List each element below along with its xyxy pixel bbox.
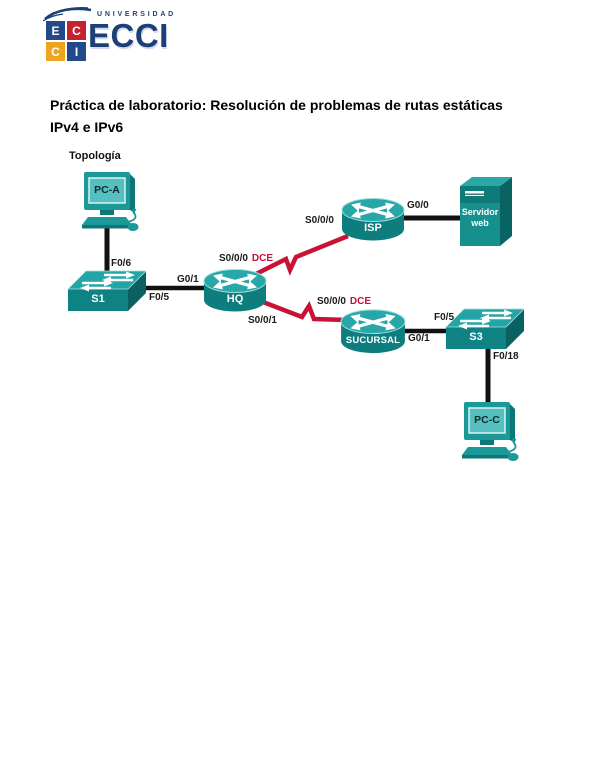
pc-icon (82, 172, 139, 231)
device-label-sucursal: SUCURSAL (345, 335, 401, 346)
logo-square-i: I (67, 42, 86, 61)
switch-arrows-icon (80, 271, 135, 292)
logo-swoosh-icon (42, 7, 92, 22)
router-arrows-icon (350, 314, 396, 331)
router-icon (341, 198, 405, 241)
logo-square-letter: E (51, 23, 60, 38)
port-label-hq-g0-1: G0/1 (177, 274, 199, 285)
port-label-s3-f0-18: F0/18 (493, 351, 519, 362)
link-hq-sucursal-serial (262, 299, 349, 323)
device-sucursal: SUCURSAL (338, 307, 408, 359)
pc-icon (462, 402, 519, 461)
device-s3: S3 (444, 305, 526, 351)
device-label-s1: S1 (91, 293, 105, 305)
device-label-s3: S3 (469, 331, 483, 343)
page-title: Práctica de laboratorio: Resolución de p… (50, 97, 503, 135)
switch-arrows-icon (458, 309, 513, 330)
university-logo: UNIVERSIDAD E C C I ECCI (0, 0, 260, 80)
mouse-icon (507, 453, 519, 461)
topology-heading: Topología (69, 150, 121, 162)
device-label-pc-a: PC-A (94, 184, 120, 196)
port-label-text: S0/0/0 (317, 296, 346, 307)
mouse-cable-icon (127, 208, 137, 223)
router-icon (203, 269, 267, 312)
device-label-pc-c: PC-C (474, 414, 500, 426)
port-label-s3-f0-5: F0/5 (434, 312, 455, 323)
dce-label: DCE (251, 253, 274, 264)
port-label-f0-6: F0/6 (111, 258, 132, 269)
logo-square-c2: C (46, 42, 65, 61)
port-label-text: S0/0/0 (219, 253, 248, 264)
logo-square-letter: C (72, 23, 81, 38)
router-arrows-icon (351, 202, 395, 219)
logo-letter-grid: E C C I (46, 21, 86, 61)
device-pc-c: PC-C (458, 400, 522, 468)
logo-square-c1: C (67, 21, 86, 40)
device-label-hq: HQ (226, 293, 244, 305)
mouse-icon (127, 223, 139, 231)
link-hq-isp-serial (252, 233, 349, 278)
device-s1: S1 (66, 267, 148, 313)
mouse-cable-icon (507, 438, 517, 453)
port-label-hq-s0-0-1: S0/0/1 (248, 315, 277, 326)
logo-square-e: E (46, 21, 65, 40)
device-hq: HQ (201, 267, 269, 317)
router-arrows-icon (213, 273, 257, 290)
port-label-isp-g0-0: G0/0 (407, 200, 429, 211)
device-server: Servidor web (456, 174, 516, 254)
logo-square-letter: I (74, 44, 79, 59)
router-icon (340, 309, 406, 354)
logo-acronym: ECCI (88, 17, 169, 54)
logo-university-word: UNIVERSIDAD (97, 11, 177, 18)
logo-square-letter: C (51, 44, 60, 59)
device-label-isp: ISP (364, 222, 382, 234)
server-icon (460, 177, 512, 246)
device-pc-a: PC-A (78, 170, 142, 238)
port-label-sucursal-g0-1: G0/1 (408, 333, 430, 344)
switch-icon (445, 308, 525, 349)
dce-label: DCE (349, 296, 372, 307)
port-label-s1-f0-5: F0/5 (149, 292, 170, 303)
switch-icon (67, 270, 147, 311)
server-slot-icon (465, 191, 484, 196)
device-isp: ISP (339, 195, 407, 247)
device-label-server: Servidor web (461, 207, 499, 228)
port-label-isp-s0-0-0: S0/0/0 (305, 215, 334, 226)
